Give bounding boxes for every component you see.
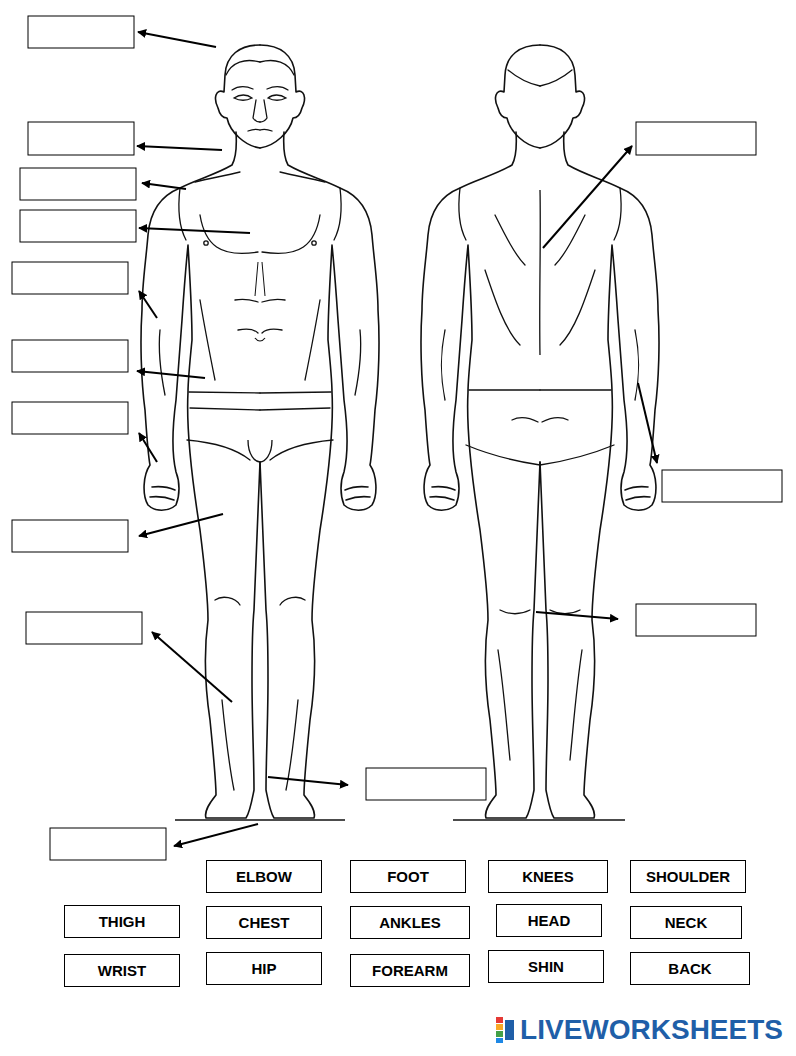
- word-box: FOOT: [350, 860, 466, 893]
- logo-block: [496, 1038, 503, 1043]
- word-box: SHOULDER: [630, 860, 746, 893]
- navel: [255, 338, 265, 341]
- answer-box: [50, 828, 166, 860]
- logo-block: [496, 1017, 503, 1023]
- watermark-box: LIVEWORKSHEETS: [520, 1014, 783, 1046]
- answer-box: [366, 768, 486, 800]
- word-box: HEAD: [496, 904, 602, 937]
- pointer-arrow: [137, 146, 222, 150]
- word-box: ELBOW: [206, 860, 322, 893]
- pointer-arrow: [139, 291, 157, 318]
- word-box: WRIST: [64, 954, 180, 987]
- pointer-arrows: [137, 32, 657, 846]
- answer-box: [12, 520, 128, 552]
- word-box: NECK: [630, 906, 742, 939]
- answer-box: [662, 470, 782, 502]
- logo-block: [496, 1024, 503, 1030]
- pointer-arrow: [142, 183, 186, 189]
- word-box: THIGH: [64, 905, 180, 938]
- pointer-arrow: [174, 824, 258, 846]
- word-box: ANKLES: [350, 906, 470, 939]
- word-box: FOREARM: [350, 954, 470, 987]
- answer-box: [28, 16, 134, 48]
- pointer-arrow: [138, 32, 216, 47]
- word-label: WRIST: [98, 962, 146, 979]
- word-box: HIP: [206, 952, 322, 985]
- watermark: LIVEWORKSHEETS: [520, 1014, 783, 1045]
- pointer-arrow: [137, 371, 205, 378]
- body-detail: [255, 262, 265, 296]
- word-label: HEAD: [528, 912, 571, 929]
- answer-box: [636, 604, 756, 636]
- ground-line: [175, 819, 345, 821]
- pointer-arrow: [268, 777, 348, 785]
- word-box: CHEST: [206, 906, 322, 939]
- pointer-arrow: [638, 383, 657, 463]
- body-detail: [441, 70, 540, 760]
- ground-line: [453, 819, 625, 821]
- pointer-arrow: [543, 146, 632, 248]
- word-box: KNEES: [488, 860, 608, 893]
- body-outline: [141, 45, 260, 818]
- body-detail: [248, 440, 272, 462]
- answer-box: [26, 612, 142, 644]
- logo-icon: [494, 1016, 516, 1044]
- pointer-arrow: [139, 514, 223, 536]
- spine-line: [539, 190, 541, 355]
- word-label: SHIN: [528, 958, 564, 975]
- answer-box: [20, 168, 136, 200]
- word-label: BACK: [668, 960, 711, 977]
- logo-block: [496, 1031, 503, 1037]
- word-label: SHOULDER: [646, 868, 730, 885]
- pointer-arrow: [536, 612, 618, 619]
- body-outline: [421, 45, 540, 818]
- word-label: HIP: [251, 960, 276, 977]
- word-label: NECK: [665, 914, 708, 931]
- word-label: ANKLES: [379, 914, 441, 931]
- word-label: FOREARM: [372, 962, 448, 979]
- back-figure: [421, 45, 659, 820]
- pointer-arrow: [139, 228, 250, 233]
- body-detail: [540, 70, 639, 760]
- logo-block: [505, 1020, 514, 1040]
- word-label: FOOT: [387, 868, 429, 885]
- word-label: CHEST: [239, 914, 290, 931]
- answer-box: [28, 122, 134, 155]
- body-outline: [260, 45, 379, 818]
- word-label: THIGH: [99, 913, 146, 930]
- body-outline: [540, 45, 659, 818]
- front-figure: [141, 45, 379, 820]
- answer-box: [636, 122, 756, 155]
- answer-box: [20, 210, 136, 242]
- body-detail: [260, 61, 361, 790]
- answer-box: [12, 402, 128, 434]
- answer-boxes: [12, 16, 782, 860]
- word-label: KNEES: [522, 868, 574, 885]
- body-detail: [159, 61, 260, 790]
- answer-box: [12, 262, 128, 294]
- answer-box: [12, 340, 128, 372]
- word-box: SHIN: [488, 950, 604, 983]
- pointer-arrow: [139, 433, 157, 462]
- word-label: ELBOW: [236, 868, 292, 885]
- pointer-arrow: [152, 632, 232, 702]
- word-box: BACK: [630, 952, 750, 985]
